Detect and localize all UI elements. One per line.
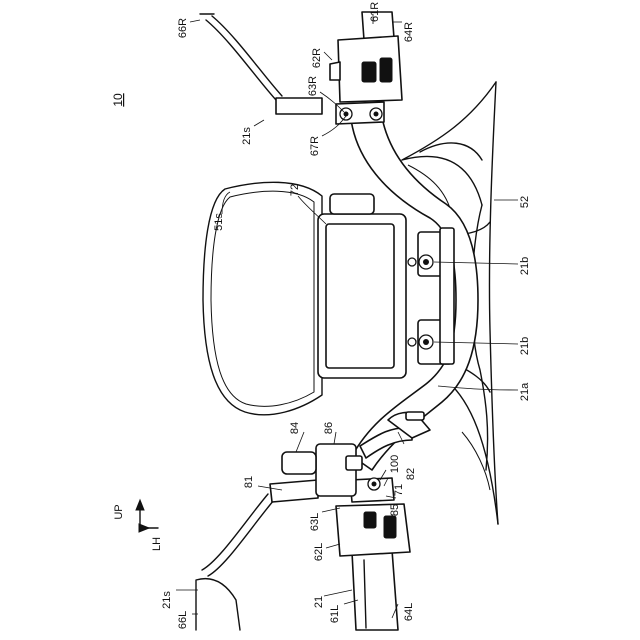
label-21s-top: 21s xyxy=(241,127,253,145)
label-100: 100 xyxy=(389,455,401,473)
label-82: 82 xyxy=(405,468,417,480)
label-64L: 64L xyxy=(403,603,415,621)
label-72: 72 xyxy=(289,184,301,196)
label-67R: 67R xyxy=(309,136,321,156)
label-63L: 63L xyxy=(309,513,321,531)
figure-number: 10 xyxy=(111,93,125,107)
label-21a: 21a xyxy=(519,382,531,401)
label-71: 71 xyxy=(393,484,405,496)
label-62L: 62L xyxy=(313,543,325,561)
bolt-21b-lower xyxy=(408,335,433,349)
direction-up-label: UP xyxy=(113,504,125,519)
right-grip xyxy=(330,12,402,124)
label-21b-1: 21b xyxy=(519,257,531,275)
label-21b-2: 21b xyxy=(519,337,531,355)
label-61L: 61L xyxy=(329,605,341,623)
label-66R: 66R xyxy=(177,18,189,38)
label-86: 86 xyxy=(323,422,335,434)
right-mirror-stay xyxy=(200,14,322,114)
label-52: 52 xyxy=(519,196,531,208)
label-85: 85 xyxy=(389,504,401,516)
label-66L: 66L xyxy=(177,611,189,629)
left-mirror-stay xyxy=(196,480,318,630)
label-51s: 51s xyxy=(213,213,225,231)
bolt-21b-upper xyxy=(408,255,433,269)
label-21: 21 xyxy=(313,596,325,608)
label-62R: 62R xyxy=(311,48,323,68)
direction-indicator xyxy=(136,500,158,532)
meter xyxy=(318,194,406,378)
label-84: 84 xyxy=(289,422,301,434)
direction-lh-label: LH xyxy=(151,537,163,551)
label-64R: 64R xyxy=(403,22,415,42)
left-grip xyxy=(336,478,410,630)
label-81: 81 xyxy=(243,476,255,488)
label-61R: 61R xyxy=(369,2,381,22)
label-21s-bot: 21s xyxy=(161,591,173,609)
label-63R: 63R xyxy=(307,76,319,96)
